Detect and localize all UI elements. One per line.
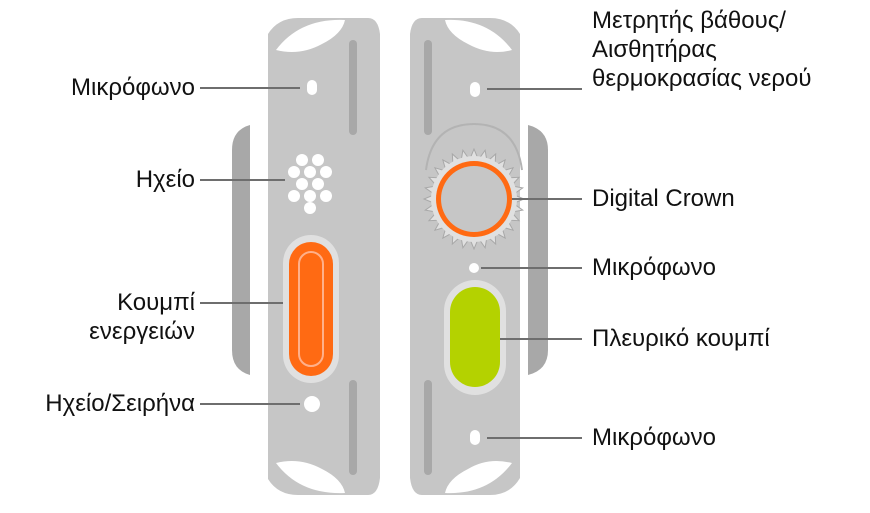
right-case-bulge [528,125,548,375]
label-microphone-left: Μικρόφωνο [71,74,195,101]
left-top-lug [276,19,345,52]
label-speaker: Ηχείο [135,166,195,193]
label-action-button-line1: Κουμπί [117,289,195,316]
right-microphone-middle-hole [469,263,479,273]
action-button-inner-outline [298,251,324,367]
label-microphone-middle: Μικρόφωνο [592,254,716,281]
leader-lines [200,87,582,439]
label-depth-gauge-line2: Αισθητήρας [592,36,717,63]
left-microphone-hole [307,80,317,95]
action-button[interactable] [289,242,333,376]
left-case-groove [349,40,357,135]
speaker-hole [296,154,308,166]
depth-sensor-hole [470,82,480,97]
left-case-bulge [232,125,250,375]
right-case-groove-bottom [424,380,432,475]
speaker-hole [304,166,316,178]
right-microphone-bottom-hole [470,430,480,445]
label-side-button: Πλευρικό κουμπί [592,325,770,352]
speaker-hole [288,166,300,178]
speaker-hole [296,178,308,190]
left-siren-hole [304,396,320,412]
right-watch-side [410,18,548,495]
crown-guard [425,122,523,171]
label-action-button-line2: ενεργειών [89,318,195,345]
left-bottom-lug [276,461,345,494]
speaker-hole [312,154,324,166]
speaker-hole [304,202,316,214]
right-bottom-lug [445,461,512,494]
label-action-button: Κουμπί ενεργειών [89,288,195,346]
speaker-hole [312,178,324,190]
left-case-groove-bottom [349,380,357,475]
left-speaker-grille [288,154,332,214]
label-speaker-siren: Ηχείο/Σειρήνα [45,390,195,417]
left-watch-side [232,18,380,495]
label-digital-crown: Digital Crown [592,185,735,212]
side-button[interactable] [450,287,500,387]
speaker-hole [288,190,300,202]
label-depth-gauge: Μετρητής βάθους/ Αισθητήρας θερμοκρασίας… [592,6,811,93]
speaker-hole [320,166,332,178]
speaker-hole [320,190,332,202]
label-microphone-bottom: Μικρόφωνο [592,424,716,451]
right-case-groove [424,40,432,135]
right-top-lug [445,19,512,52]
speaker-hole [304,190,316,202]
label-depth-gauge-line3: θερμοκρασίας νερού [592,65,812,92]
digital-crown-center [441,166,507,232]
label-depth-gauge-line1: Μετρητής βάθους/ [592,7,786,34]
